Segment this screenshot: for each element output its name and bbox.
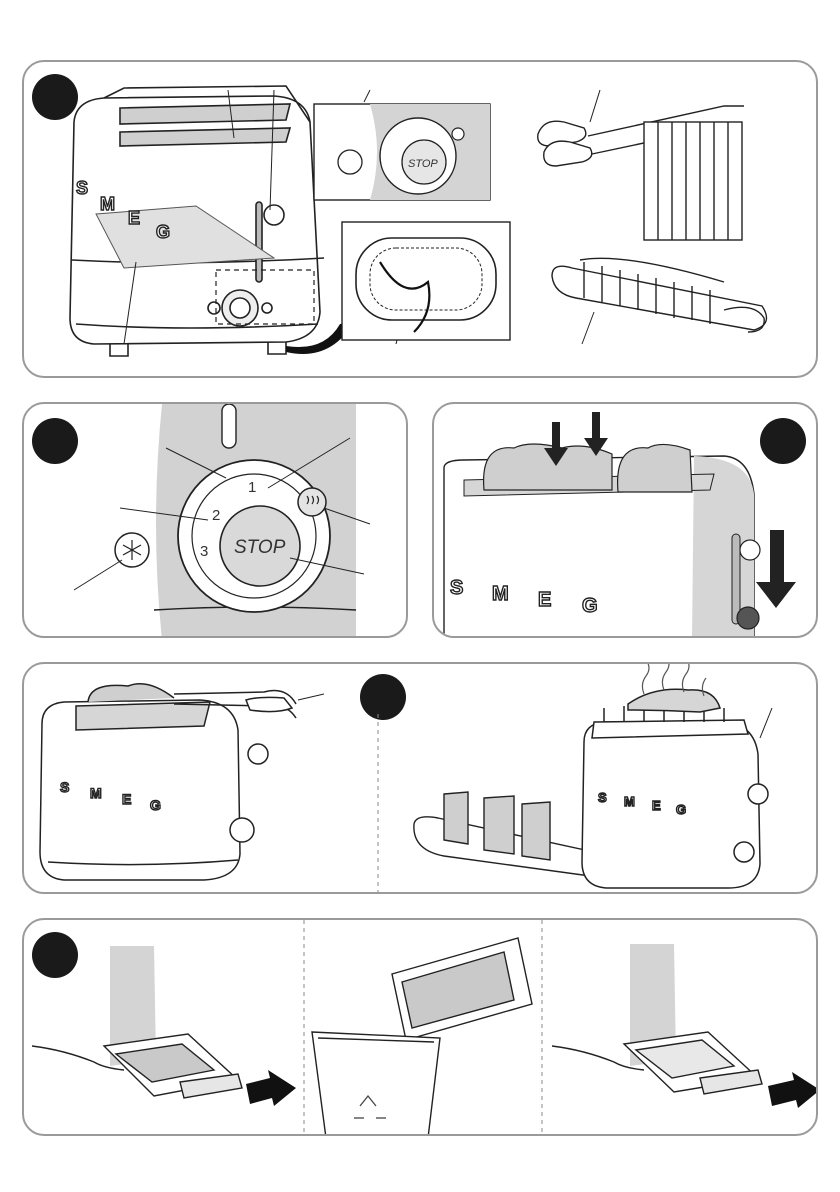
logo-letter-s: S	[76, 178, 88, 198]
logo-letter-s: S	[450, 577, 463, 599]
browning-dial: 1 2 3 STOP	[178, 460, 330, 612]
lever-slot	[222, 404, 236, 448]
logo-letter-e: E	[128, 208, 140, 228]
tray-removal-step	[32, 946, 242, 1098]
bread-slice-2	[618, 444, 692, 492]
logo-letter-g: G	[676, 802, 686, 817]
control-panel-illustration: 1 2 3 STOP	[24, 404, 408, 638]
reheat-button	[298, 488, 326, 516]
logo-letter-s: S	[60, 779, 69, 795]
logo-letter-m: M	[100, 194, 115, 214]
panel-accessories-use: S M E G S M	[22, 662, 818, 894]
empty-crumbs-step	[312, 938, 532, 1136]
logo-letter-m: M	[624, 794, 635, 809]
toaster-with-sandwich-rack	[40, 684, 296, 880]
sandwich-rack	[538, 106, 744, 240]
lever-down	[737, 607, 759, 629]
logo-letter-e: E	[122, 791, 131, 807]
crumb-tray-cleaning-illustration	[24, 920, 818, 1136]
toaster-with-bun-warmer	[582, 689, 768, 888]
panel-overview: S M E G STOP	[22, 60, 818, 378]
insert-bread-illustration: S M E G	[434, 404, 818, 638]
logo-letter-e: E	[652, 798, 661, 813]
lever-up	[740, 540, 760, 560]
arrow-icon	[246, 1070, 296, 1106]
inset-stop-label: STOP	[408, 158, 438, 170]
panel-insert-bread: S M E G	[432, 402, 818, 638]
stop-label: STOP	[234, 537, 286, 558]
toaster-overview-illustration: S M E G STOP	[24, 62, 818, 378]
level-2: 2	[212, 507, 220, 524]
logo-letter-s: S	[598, 790, 607, 805]
level-1: 1	[248, 479, 256, 496]
arrow-icon	[768, 1072, 818, 1108]
panel-controls: 1 2 3 STOP	[22, 402, 408, 638]
accessories-use-illustration: S M E G S M	[24, 664, 818, 894]
logo-letter-g: G	[582, 595, 598, 617]
level-3: 3	[200, 543, 208, 560]
logo-letter-m: M	[90, 785, 102, 801]
logo-letter-m: M	[492, 583, 509, 605]
panel-crumb-tray-cleaning	[22, 918, 818, 1136]
crumb-tray-zoom-inset	[342, 222, 510, 340]
logo-letter-g: G	[156, 222, 170, 242]
logo-letter-g: G	[150, 797, 161, 813]
logo-letter-e: E	[538, 589, 551, 611]
tray-reinsert-step	[552, 944, 762, 1094]
control-zoom-inset: STOP	[314, 104, 490, 200]
bun-warmer-with-bread	[414, 792, 602, 876]
bun-warmer-rack	[552, 258, 767, 332]
